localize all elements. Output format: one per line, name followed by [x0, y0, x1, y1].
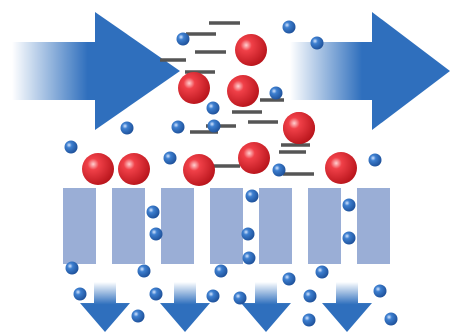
red-sphere-icon	[238, 142, 270, 174]
permeate-arrow	[80, 282, 130, 332]
membrane-bar	[357, 188, 390, 264]
red-sphere-icon	[82, 153, 114, 185]
large-particles	[82, 34, 357, 186]
blue-sphere-icon	[242, 251, 256, 265]
blue-sphere-icon	[176, 32, 190, 46]
blue-sphere-icon	[206, 101, 220, 115]
blue-sphere-icon	[149, 227, 163, 241]
down-arrow-icon	[322, 282, 372, 332]
down-arrow-icon	[80, 282, 130, 332]
red-sphere-icon	[227, 75, 259, 107]
permeate-arrows	[80, 282, 372, 332]
blue-sphere-icon	[302, 313, 316, 327]
red-sphere-icon	[235, 34, 267, 66]
permeate-arrow	[241, 282, 291, 332]
blue-sphere-icon	[310, 36, 324, 50]
small-particles	[64, 20, 398, 327]
blue-sphere-icon	[137, 264, 151, 278]
blue-sphere-icon	[64, 140, 78, 154]
membrane-bar	[63, 188, 96, 264]
membrane-bar	[259, 188, 292, 264]
blue-sphere-icon	[149, 287, 163, 301]
blue-sphere-icon	[272, 163, 286, 177]
blue-sphere-icon	[73, 287, 87, 301]
blue-sphere-icon	[163, 151, 177, 165]
flow-in-arrow	[12, 12, 180, 130]
blue-sphere-icon	[368, 153, 382, 167]
permeate-arrow	[322, 282, 372, 332]
red-sphere-icon	[283, 112, 315, 144]
down-arrow-icon	[241, 282, 291, 332]
membrane-bar	[112, 188, 145, 264]
blue-sphere-icon	[214, 264, 228, 278]
blue-sphere-icon	[131, 309, 145, 323]
permeate-arrow	[160, 282, 210, 332]
blue-sphere-icon	[315, 265, 329, 279]
red-sphere-icon	[118, 153, 150, 185]
blue-sphere-icon	[303, 289, 317, 303]
membrane	[63, 188, 390, 264]
blue-sphere-icon	[65, 261, 79, 275]
blue-sphere-icon	[146, 205, 160, 219]
blue-sphere-icon	[171, 120, 185, 134]
red-sphere-icon	[183, 154, 215, 186]
blue-sphere-icon	[342, 231, 356, 245]
blue-sphere-icon	[373, 284, 387, 298]
blue-sphere-icon	[282, 20, 296, 34]
blue-sphere-icon	[206, 289, 220, 303]
blue-sphere-icon	[269, 86, 283, 100]
blue-sphere-icon	[384, 312, 398, 326]
blue-sphere-icon	[120, 121, 134, 135]
down-arrow-icon	[160, 282, 210, 332]
blue-sphere-icon	[207, 119, 221, 133]
membrane-bar	[308, 188, 341, 264]
molecule-dashes	[160, 21, 314, 176]
right-arrow-icon	[12, 12, 180, 130]
right-arrow-icon	[290, 12, 450, 130]
membrane-bar	[210, 188, 243, 264]
blue-sphere-icon	[233, 291, 247, 305]
red-sphere-icon	[178, 72, 210, 104]
blue-sphere-icon	[342, 198, 356, 212]
blue-sphere-icon	[245, 189, 259, 203]
flow-out-arrow	[290, 12, 450, 130]
red-sphere-icon	[325, 152, 357, 184]
blue-sphere-icon	[241, 227, 255, 241]
membrane-bar	[161, 188, 194, 264]
blue-sphere-icon	[282, 272, 296, 286]
